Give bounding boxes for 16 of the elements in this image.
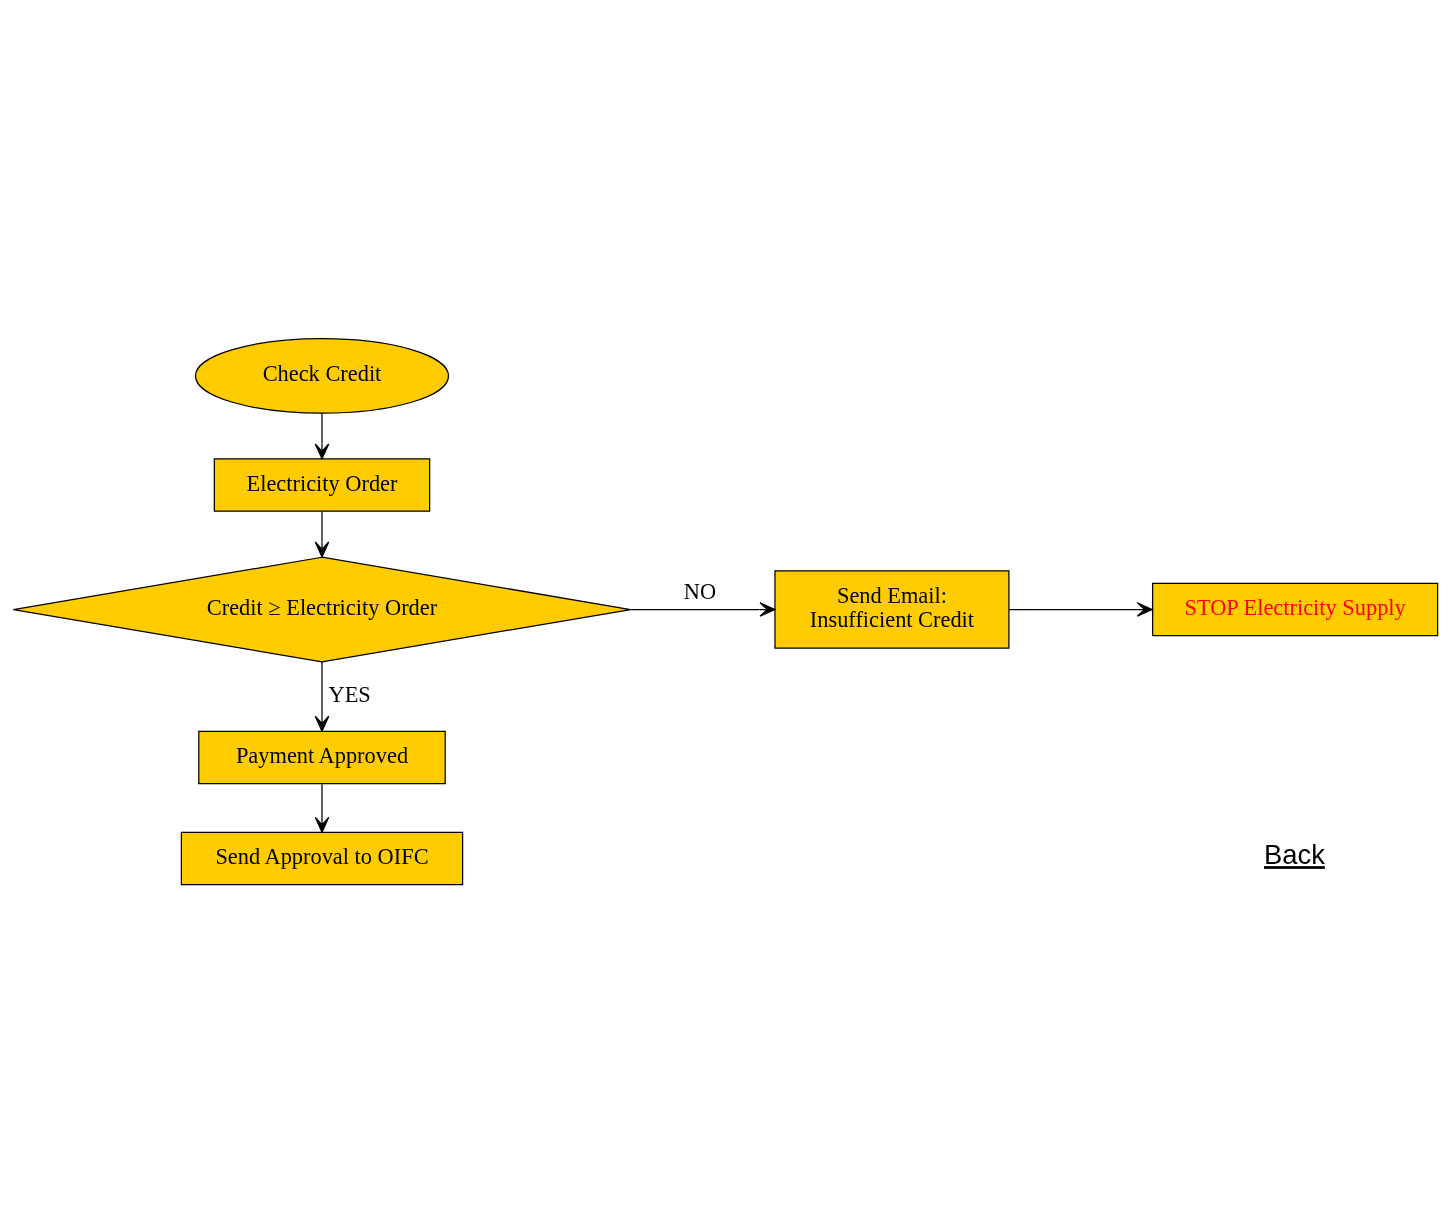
arrow	[314, 660, 330, 732]
node-box: Payment Approved	[198, 730, 446, 784]
node-ellipse: Check Credit	[194, 337, 450, 414]
arrow	[314, 510, 330, 557]
edge-label: YES	[328, 681, 371, 707]
arrow	[314, 783, 330, 833]
label: Back	[1264, 838, 1325, 870]
arrow	[630, 601, 776, 617]
arrow	[1008, 601, 1153, 617]
node-box: Send Email: Insufficient Credit	[774, 569, 1010, 649]
node-box: Send Approval to OIFC	[180, 831, 464, 885]
node-box: STOP Electricity Supply	[1152, 582, 1439, 636]
edge-label: NO	[683, 578, 717, 604]
node-box: Electricity Order	[213, 457, 431, 512]
node-diamond: Credit ≥ Electricity Order	[12, 556, 632, 662]
arrow	[314, 412, 330, 459]
